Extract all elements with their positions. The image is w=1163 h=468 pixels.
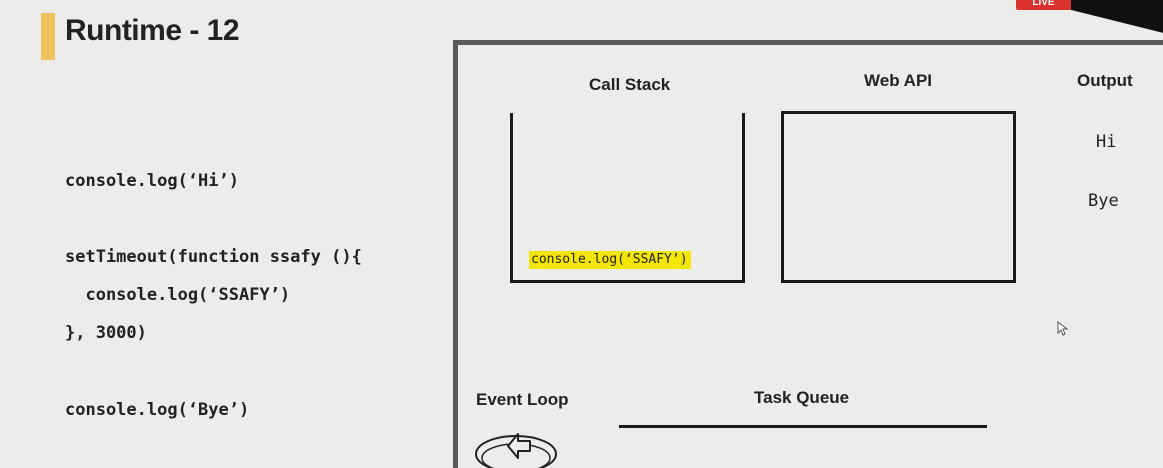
code-line-4: }, 3000)	[65, 323, 147, 343]
task-queue-label: Task Queue	[754, 388, 850, 407]
web-api-label: Web API	[864, 71, 933, 90]
event-loop-label: Event Loop	[476, 390, 569, 409]
code-line-3: console.log(‘SSAFY’)	[65, 285, 291, 305]
call-stack-item: console.log(‘SSAFY’)	[529, 251, 691, 269]
call-stack-label: Call Stack	[589, 75, 671, 94]
output-line-2: Bye	[1088, 191, 1119, 211]
web-api-box	[781, 111, 1016, 283]
slide-title: Runtime - 12	[65, 14, 240, 47]
mouse-cursor-icon	[1057, 321, 1069, 336]
code-line-1: console.log(‘Hi’)	[65, 171, 239, 191]
output-line-1: Hi	[1096, 132, 1117, 152]
output-label: Output	[1077, 71, 1133, 90]
title-accent-bar	[41, 13, 55, 60]
call-stack-box	[510, 113, 745, 283]
event-loop-icon	[475, 433, 557, 468]
task-queue-line	[619, 425, 987, 428]
corner-decoration	[1066, 0, 1163, 38]
code-line-5: console.log(‘Bye’)	[65, 400, 250, 420]
code-line-2: setTimeout(function ssafy (){	[65, 247, 362, 267]
live-badge: LIVE	[1016, 0, 1071, 10]
